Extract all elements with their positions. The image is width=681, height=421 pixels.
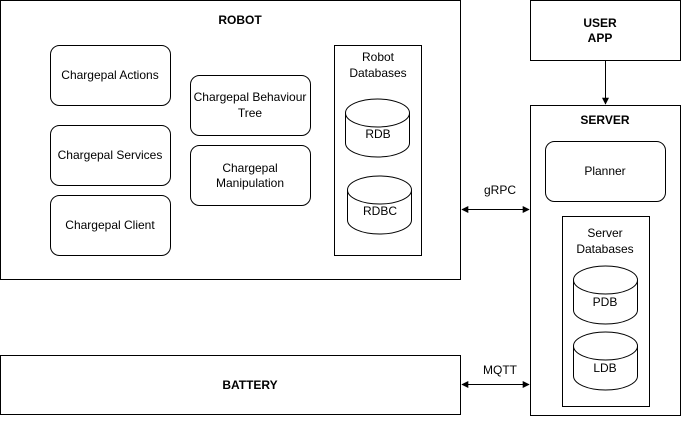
grpc-label: gRPC: [484, 183, 516, 197]
robot-databases-title-line1: Robot: [362, 50, 395, 64]
rdb-label: RDB: [365, 127, 390, 141]
chargepal-manipulation-box: Chargepal Manipulation: [190, 145, 311, 206]
ldb-label: LDB: [593, 361, 616, 375]
robot-title: ROBOT: [218, 13, 262, 27]
chargepal-actions-box: Chargepal Actions: [50, 45, 171, 106]
chargepal-manipulation-label-line1: Chargepal: [222, 161, 277, 175]
rdb-cylinder: RDB: [345, 98, 410, 158]
pdb-label: PDB: [593, 295, 618, 309]
chargepal-behaviour-tree-label-line1: Chargepal Behaviour: [194, 90, 307, 104]
chargepal-actions-label: Chargepal Actions: [61, 68, 158, 82]
user-app-box: USER APP: [530, 0, 681, 61]
chargepal-client-label: Chargepal Client: [65, 218, 155, 232]
chargepal-manipulation-label-line2: Manipulation: [216, 176, 284, 190]
rdbc-cylinder: RDBC: [347, 175, 412, 235]
chargepal-behaviour-tree-label-line2: Tree: [238, 106, 263, 120]
user-app-title-line1: USER: [583, 16, 617, 30]
planner-label: Planner: [584, 164, 625, 178]
robot-databases-title-line2: Databases: [349, 66, 406, 80]
chargepal-behaviour-tree-box: Chargepal Behaviour Tree: [190, 75, 311, 136]
mqtt-label: MQTT: [483, 363, 518, 377]
ldb-cylinder: LDB: [573, 331, 638, 391]
server-title: SERVER: [580, 113, 629, 127]
user-app-title-line2: APP: [588, 31, 613, 45]
chargepal-services-box: Chargepal Services: [50, 125, 171, 186]
battery-box: BATTERY: [0, 355, 461, 415]
server-databases-title-line1: Server: [587, 226, 622, 240]
battery-title: BATTERY: [222, 378, 277, 392]
chargepal-client-box: Chargepal Client: [50, 195, 171, 256]
planner-box: Planner: [545, 141, 666, 202]
chargepal-services-label: Chargepal Services: [58, 148, 163, 162]
server-databases-title-line2: Databases: [576, 242, 633, 256]
rdbc-label: RDBC: [363, 204, 397, 218]
pdb-cylinder: PDB: [573, 265, 638, 325]
